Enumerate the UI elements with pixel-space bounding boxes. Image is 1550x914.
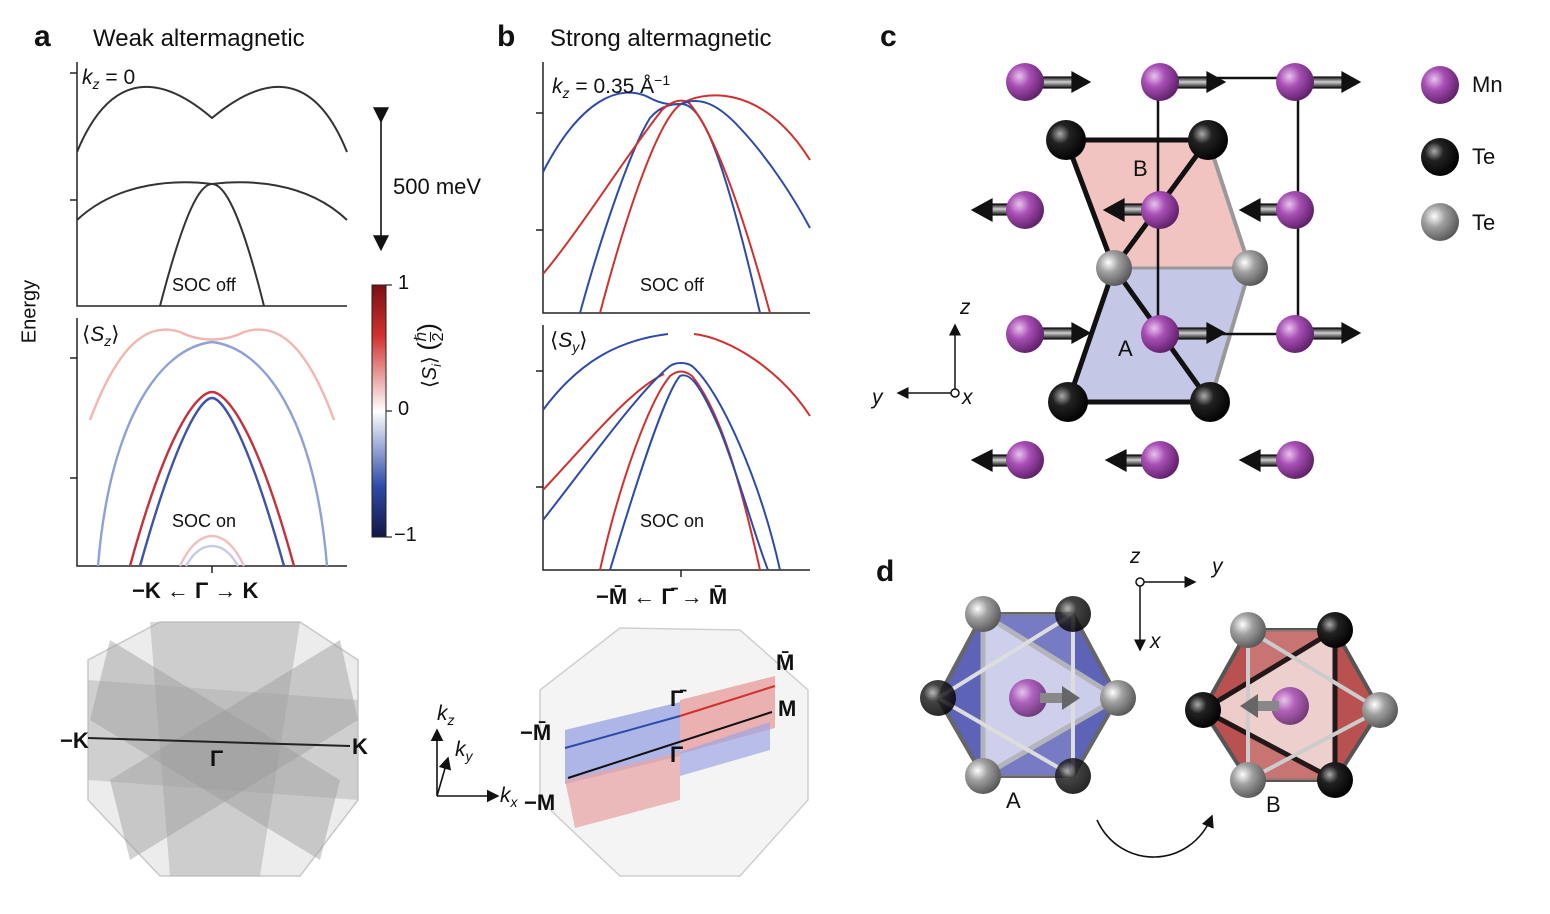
bz-b-m: M [778, 696, 797, 721]
panel-b-title: Strong altermagnetic [550, 25, 772, 52]
k-axes [430, 728, 500, 803]
panel-c-axis-z: z [960, 296, 971, 319]
panel-d-site-a: A [1006, 788, 1021, 813]
panel-b-bottom-bands [542, 333, 811, 571]
panel-d-axis-x: x [1150, 630, 1161, 653]
panel-a-bottom-axes [70, 318, 347, 573]
bz-b-gamma-bar: Γ̄ [670, 686, 684, 711]
panel-c-crystal [1063, 76, 1300, 405]
panel-b-kz-label: kz = 0.35 Å−1 [552, 72, 671, 102]
bz-a-gamma: Γ [210, 746, 224, 771]
energy-axis-label: Energy [18, 279, 41, 344]
panel-d-site-b: B [1266, 792, 1281, 817]
transform-arrow [1096, 814, 1214, 858]
panel-c-axis-x: x [962, 386, 973, 409]
panel-a-soc-on: SOC on [172, 511, 237, 531]
panel-c-site-a: A [1118, 336, 1133, 361]
panel-a-spin-label: ⟨Sz⟩ [82, 323, 120, 350]
panel-d-letter: d [876, 555, 895, 588]
panel-b-bottom-axes [536, 325, 810, 577]
panel-b-k-path: −M̄ ← Γ̄ → M̄ [596, 584, 728, 609]
panel-a-title: Weak altermagnetic [93, 25, 305, 52]
colorbar-min: −1 [394, 524, 417, 546]
panel-b-spin-label: ⟨Sy⟩ [550, 329, 588, 356]
panel-d-octahedron-b [1185, 612, 1398, 798]
panel-d-axis-y: y [1212, 555, 1223, 578]
colorbar-mid: 0 [398, 398, 410, 420]
panel-a-k-path: −K ← Γ → K [132, 578, 259, 603]
colorbar-max: 1 [398, 272, 410, 294]
scale-bar-label: 500 meV [393, 174, 482, 199]
legend-te-grey-label: Te [1472, 210, 1496, 235]
panel-c-letter: c [880, 20, 897, 53]
legend-mn-label: Mn [1472, 72, 1503, 97]
bz-a-minus-k: −K [60, 728, 89, 753]
panel-c-axis-y: y [872, 386, 883, 409]
panel-b-top-bands [542, 91, 811, 314]
panel-a-kz-label: kz = 0 [82, 66, 136, 93]
bz-b-mbar: M̄ [776, 650, 795, 675]
bz-b-minus-mbar: −M̄ [520, 720, 552, 745]
colorbar [371, 284, 387, 538]
panel-b-soc-off: SOC off [640, 275, 704, 295]
panel-d-axes [1134, 576, 1197, 652]
panel-a-soc-off: SOC off [172, 275, 236, 295]
panel-d-axis-z: z [1130, 545, 1141, 568]
panel-a-letter: a [34, 20, 51, 53]
legend-spheres [1421, 66, 1459, 241]
panel-c-axes [896, 323, 961, 399]
k-axis-kx: kx [500, 784, 518, 811]
panel-a-top-axes [70, 62, 347, 307]
panel-c-atoms [970, 63, 1362, 479]
panel-b-letter: b [497, 20, 516, 53]
panel-b-soc-on: SOC on [640, 511, 705, 531]
colorbar-ticks [386, 284, 392, 538]
panel-d-octahedron-a [920, 596, 1136, 794]
legend-te-black-label: Te [1472, 144, 1496, 169]
panel-a-top-bands [76, 85, 348, 307]
panel-c-site-b: B [1133, 156, 1148, 181]
bz-a-k: K [352, 734, 368, 759]
panel-b-brillouin-zone [539, 627, 809, 877]
k-axis-ky: ky [455, 738, 473, 765]
panel-b-top-axes [536, 62, 810, 314]
panel-a-bottom-bands [88, 328, 336, 567]
bz-b-minus-m: −M [524, 790, 556, 815]
k-axis-kz: kz [437, 702, 455, 729]
bz-b-gamma: Γ [670, 742, 684, 767]
panel-a-brillouin-zone [87, 621, 359, 877]
